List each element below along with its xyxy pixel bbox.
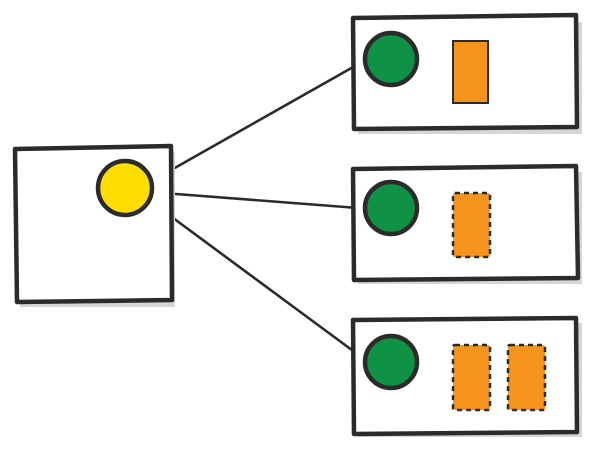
target-box-1	[350, 12, 582, 134]
data-block-3-1	[451, 343, 492, 412]
target-node-3	[362, 333, 420, 391]
target-node-2	[362, 179, 420, 237]
target-box-3	[350, 315, 582, 437]
source-box	[12, 143, 175, 307]
link-to-target-3	[144, 196, 362, 358]
source-box-frame	[12, 143, 175, 305]
target-box-2	[350, 163, 582, 284]
data-block-1-1	[452, 40, 489, 104]
link-to-target-1	[148, 60, 364, 184]
data-block-3-2	[506, 343, 547, 412]
connector-lines	[144, 60, 364, 358]
target-node-1	[362, 30, 420, 88]
link-to-target-2	[148, 190, 360, 210]
data-block-2-1	[451, 191, 492, 259]
source-node	[95, 158, 155, 218]
